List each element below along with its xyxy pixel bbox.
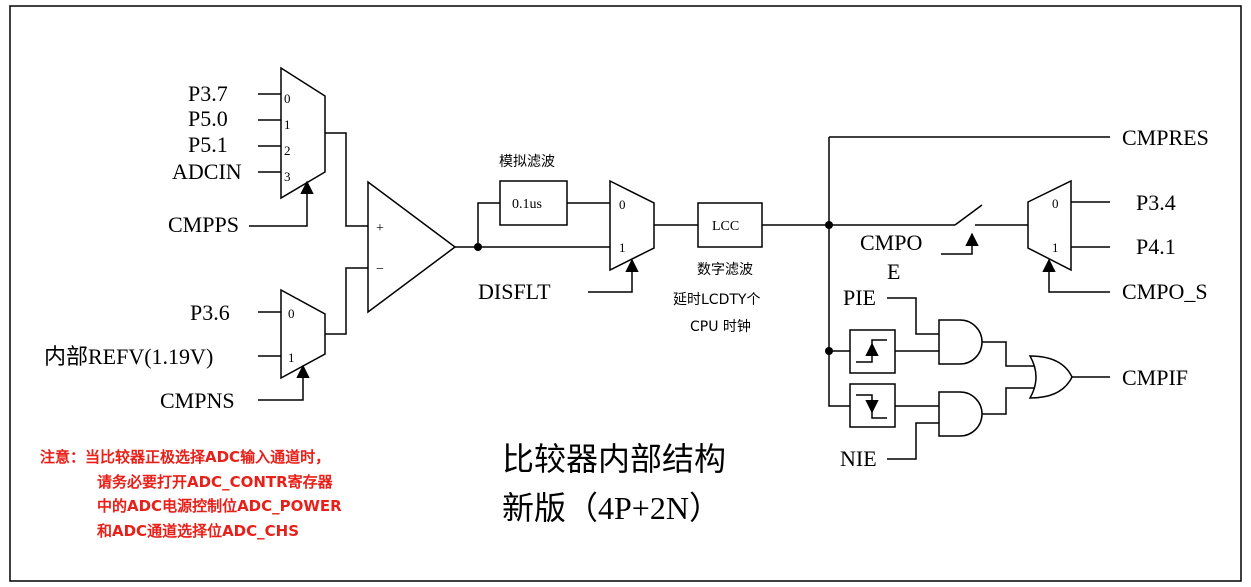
diagram-title-line1: 比较器内部结构 — [502, 441, 726, 477]
cmpps-label: CMPPS — [168, 212, 239, 237]
positive-input-mux: 0 1 2 3 — [258, 66, 326, 200]
note-line-4: 和ADC通道选择位ADC_CHS — [97, 522, 299, 540]
comparator-triangle: + − — [367, 180, 457, 314]
mux-neg-sel-0: 0 — [288, 306, 295, 321]
input-p36-label: P3.6 — [190, 300, 230, 325]
note-line-1: 注意：当比较器正极选择ADC输入通道时， — [40, 448, 330, 466]
mux-pos-sel-0: 0 — [284, 91, 291, 106]
mux-pos-sel-2: 2 — [284, 143, 291, 158]
cmpo-s-select-line — [1042, 258, 1110, 293]
note-line-2: 请务必要打开ADC_CONTR寄存器 — [97, 473, 334, 491]
disflt-select-line — [588, 258, 639, 293]
digital-filter-desc-line1: 延时LCDTY个 — [673, 292, 760, 308]
cmpoe-label-line2: E — [887, 259, 900, 284]
pie-and-gate — [938, 319, 983, 365]
analog-filter-box — [499, 180, 568, 226]
note-line-3: 中的ADC电源控制位ADC_POWER — [97, 497, 342, 515]
cmpoe-control-line — [941, 232, 979, 255]
pie-label: PIE — [843, 285, 876, 310]
adc-usage-note: 注意：当比较器正极选择ADC输入通道时， 请务必要打开ADC_CONTR寄存器 … — [40, 448, 342, 540]
diagram-frame — [9, 5, 1242, 582]
cmpns-label: CMPNS — [160, 388, 235, 413]
output-p41-label: P4.1 — [1136, 234, 1176, 259]
comparator-minus-sign: − — [376, 262, 384, 277]
analog-filter-title: 模拟滤波 — [499, 154, 555, 170]
nie-and-gate — [938, 391, 983, 437]
lcc-digital-filter-box — [697, 202, 763, 248]
cmpo-s-label: CMPO_S — [1122, 279, 1208, 304]
diagram-title-line2: 新版（4P+2N） — [502, 490, 721, 526]
mux-pos-sel-1: 1 — [284, 117, 291, 132]
input-adcin-label: ADCIN — [172, 159, 242, 184]
digital-filter-desc-line2: CPU 时钟 — [690, 318, 751, 335]
lcc-box-label: LCC — [712, 219, 739, 234]
comparator-plus-sign: + — [376, 221, 384, 236]
cmpns-select-line — [258, 364, 310, 401]
out-mux-sel-0: 0 — [1052, 196, 1059, 211]
input-p51-label: P5.1 — [188, 132, 228, 157]
filter-mux-sel-1: 1 — [619, 240, 626, 255]
output-select-demux: 0 1 — [1027, 179, 1072, 272]
cmpoe-label-line1: CMPO — [860, 230, 922, 255]
filter-mux-sel-0: 0 — [619, 197, 626, 212]
cmpps-select-line — [249, 180, 314, 227]
input-p50-label: P5.0 — [188, 106, 228, 131]
cmpif-label: CMPIF — [1122, 365, 1188, 390]
negative-input-mux: 0 1 — [258, 288, 326, 380]
disflt-label: DISFLT — [478, 279, 551, 304]
filter-select-mux: 0 1 — [609, 179, 655, 272]
cmpres-label: CMPRES — [1122, 125, 1209, 150]
cmpoe-switch — [954, 204, 983, 226]
out-mux-sel-1: 1 — [1052, 240, 1059, 255]
cmpif-or-gate — [1028, 355, 1073, 399]
analog-filter-value: 0.1us — [512, 197, 542, 212]
digital-filter-title: 数字滤波 — [697, 262, 753, 278]
input-p37-label: P3.7 — [188, 81, 228, 106]
input-refv-label: 内部REFV(1.19V) — [44, 344, 213, 369]
output-p34-label: P3.4 — [1136, 190, 1176, 215]
mux-neg-sel-1: 1 — [288, 350, 295, 365]
mux-pos-sel-3: 3 — [284, 169, 291, 184]
nie-label: NIE — [840, 446, 877, 471]
